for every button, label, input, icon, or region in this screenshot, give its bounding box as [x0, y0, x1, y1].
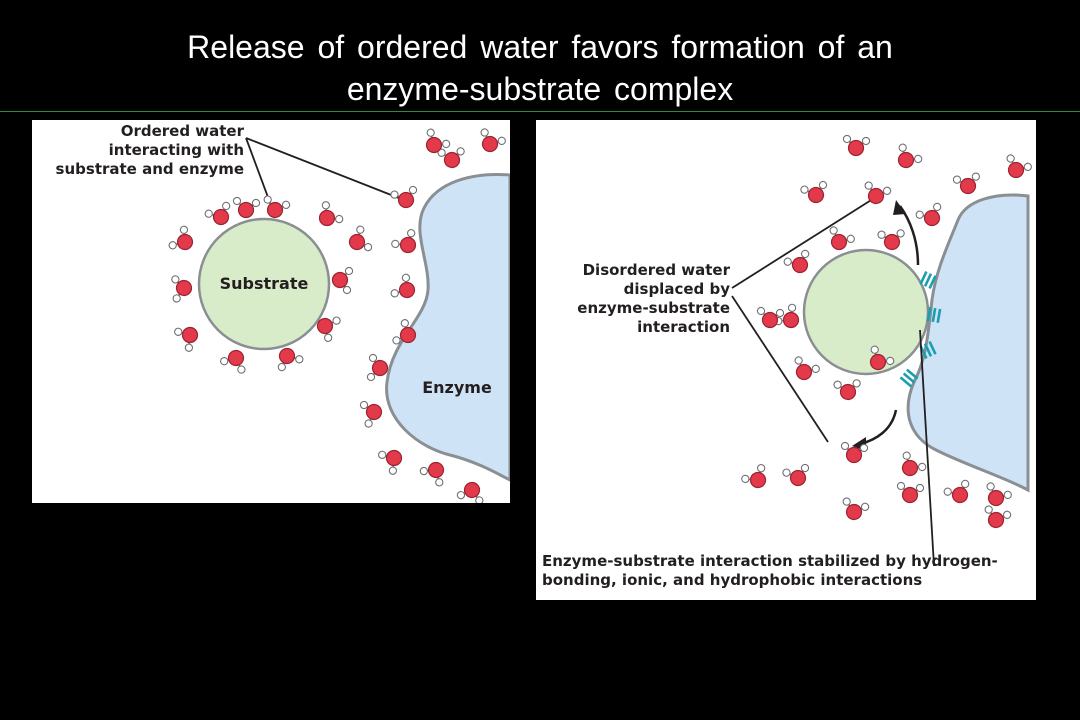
water-molecule [800, 180, 828, 204]
water-molecule [437, 147, 465, 169]
substrate-circle [197, 217, 331, 351]
water-molecule [915, 202, 942, 227]
left-panel-diagram [168, 128, 510, 503]
water-molecule [277, 347, 304, 372]
water-molecule [425, 128, 451, 154]
title-divider [0, 111, 1080, 112]
ordered-water-callout: Ordered water interacting with substrate… [55, 122, 244, 178]
water-molecule [171, 275, 193, 303]
bond-marks [899, 270, 942, 388]
water-molecule [741, 464, 767, 489]
water-molecule [168, 225, 194, 251]
water-molecule [901, 451, 927, 477]
water-molecule [952, 172, 980, 195]
callout-lines [731, 196, 935, 567]
water-molecule [456, 481, 484, 503]
water-molecule [1006, 154, 1032, 179]
water-molecule [390, 273, 416, 299]
water-molecule [774, 303, 800, 329]
water-molecule [348, 225, 373, 252]
water-molecule [864, 181, 892, 205]
water-molecule [366, 353, 389, 382]
water-molecule [391, 229, 417, 254]
water-molecule [756, 306, 785, 329]
water-molecule [316, 316, 341, 342]
water-molecule [390, 185, 418, 209]
water-molecule [359, 400, 383, 428]
title-line-2: enzyme-substrate complex [346, 71, 734, 107]
water-molecule [419, 461, 445, 487]
substrate-circle [802, 248, 930, 376]
water-molecule [842, 134, 871, 157]
water-molecule [869, 345, 895, 371]
water-molecule [877, 229, 905, 251]
disordered-water-callout: Disordered water displaced by enzyme-sub… [577, 261, 730, 336]
water-molecule [840, 441, 869, 464]
water-molecule [220, 349, 246, 374]
right-panel-diagram [731, 134, 1032, 567]
water-molecule [204, 201, 231, 226]
substrate-label: Substrate [219, 274, 309, 293]
water-molecule [318, 201, 344, 227]
water-molecule [232, 196, 261, 219]
right-panel-bound-state: Disordered water displaced by enzyme-sub… [536, 120, 1036, 600]
water-molecule [984, 505, 1012, 529]
water-molecule [896, 481, 925, 504]
interaction-caption: Enzyme-substrate interaction stabilized … [542, 552, 998, 589]
water-molecule [943, 479, 970, 504]
water-molecule [897, 143, 923, 169]
water-molecule [782, 463, 810, 487]
water-molecule [829, 226, 855, 251]
water-molecule [331, 266, 354, 295]
title-line-1: Release of ordered water favors formatio… [187, 29, 893, 65]
water-molecule [378, 449, 403, 475]
water-molecule [392, 319, 417, 345]
water-molecule [842, 497, 870, 521]
left-panel-unbound-state: Ordered water interacting with substrate… [32, 120, 510, 503]
water-molecule [794, 356, 820, 381]
water-molecule [174, 326, 199, 352]
ordered-water-molecules [168, 128, 506, 503]
enzyme-label: Enzyme [422, 378, 492, 397]
water-molecule [986, 482, 1012, 507]
water-molecule [783, 249, 810, 274]
displaced-water-molecules [741, 134, 1032, 529]
water-molecule [833, 379, 861, 401]
water-molecule [263, 195, 291, 219]
water-molecule [480, 128, 506, 153]
slide-title: Release of ordered water favors formatio… [0, 26, 1080, 110]
